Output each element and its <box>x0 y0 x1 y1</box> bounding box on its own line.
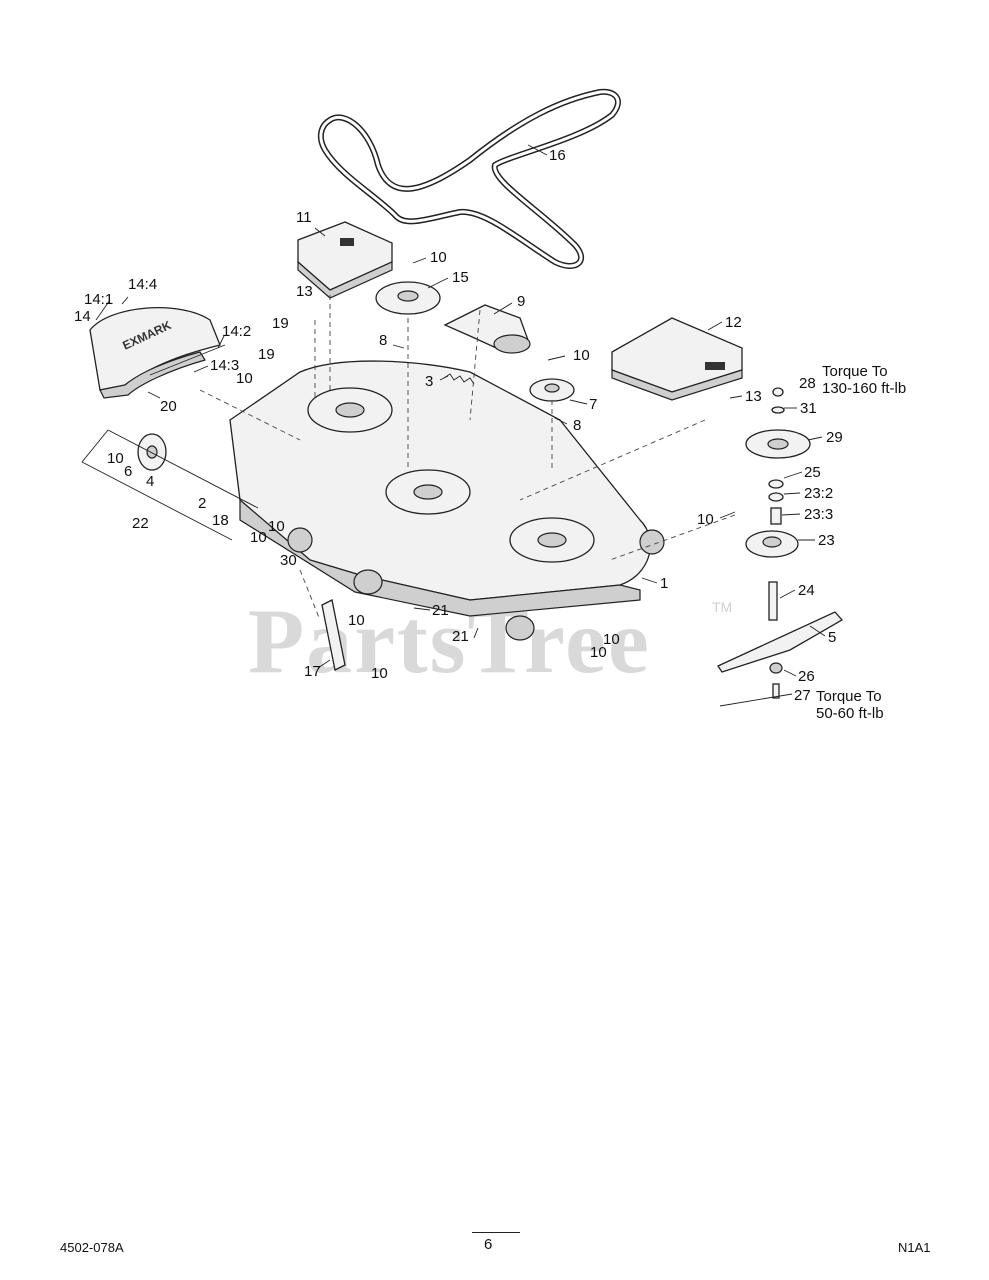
callout-27: 27 <box>794 687 811 704</box>
torque-note-lower-line1: Torque To <box>816 688 882 705</box>
callout-14: 14 <box>74 308 91 325</box>
callout-10-k: 10 <box>371 665 388 682</box>
callout-10-g: 10 <box>268 518 285 535</box>
callout-23-3: 23:3 <box>804 506 833 523</box>
callout-28: 28 <box>799 375 816 392</box>
callout-1: 1 <box>660 575 668 592</box>
callout-21-a: 21 <box>432 602 449 619</box>
callout-11: 11 <box>296 209 312 226</box>
callout-24: 24 <box>798 582 815 599</box>
callout-10-j: 10 <box>590 644 607 661</box>
callout-leaders <box>81 144 826 707</box>
belt-cover-left <box>297 221 393 299</box>
deck-bumper-guard: EXMARK <box>89 307 221 399</box>
callout-8-a: 8 <box>379 332 387 349</box>
spindle-exploded-stack <box>745 387 811 621</box>
callout-10-i: 10 <box>603 631 620 648</box>
blade-bolt-stack <box>769 662 783 699</box>
callout-10-c: 10 <box>573 347 590 364</box>
callout-19-a: 19 <box>272 315 289 332</box>
callout-10-e: 10 <box>107 450 124 467</box>
anti-scalp-wheel <box>137 433 167 471</box>
callout-10-b: 10 <box>236 370 253 387</box>
callout-12: 12 <box>725 314 742 331</box>
deck-spindle-right <box>509 517 595 563</box>
watermark-trademark: TM <box>712 599 732 615</box>
cutting-blade <box>717 611 844 673</box>
callout-23: 23 <box>818 532 835 549</box>
callout-14-2: 14:2 <box>222 323 251 340</box>
callout-18: 18 <box>212 512 229 529</box>
callout-30: 30 <box>280 552 297 569</box>
torque-note-lower-line2: 50-60 ft-lb <box>816 705 884 722</box>
deck-spindle-center <box>385 469 471 515</box>
bumper-bracket <box>149 344 226 376</box>
drive-belt <box>317 88 621 269</box>
callout-3: 3 <box>425 373 433 390</box>
callout-26: 26 <box>798 668 815 685</box>
tension-spring <box>443 373 475 385</box>
callout-29: 29 <box>826 429 843 446</box>
callout-2: 2 <box>198 495 206 512</box>
callout-13-a: 13 <box>296 283 313 300</box>
callout-19-b: 19 <box>258 346 275 363</box>
callout-14-3: 14:3 <box>210 357 239 374</box>
callout-8-b: 8 <box>573 417 581 434</box>
footer-rule <box>472 1232 520 1233</box>
idler-pulley-15 <box>375 281 441 315</box>
deck-spindle-left <box>307 387 393 433</box>
idler-arm <box>443 304 531 354</box>
document-number: 4502-078A <box>60 1240 124 1255</box>
idler-pulley-7 <box>529 378 575 402</box>
callout-10-d: 10 <box>697 511 714 528</box>
belt-cover-right <box>611 317 743 401</box>
callout-22: 22 <box>132 515 149 532</box>
callout-13-b: 13 <box>745 388 762 405</box>
callout-23-2: 23:2 <box>804 485 833 502</box>
callout-14-1: 14:1 <box>84 291 113 308</box>
callout-25: 25 <box>804 464 821 481</box>
deck-hanger-bracket <box>321 599 346 671</box>
page-number: 6 <box>484 1236 493 1253</box>
deck-roller-wheels <box>287 527 665 641</box>
callout-17: 17 <box>304 663 321 680</box>
callout-10-f: 10 <box>250 529 267 546</box>
callout-16: 16 <box>549 147 566 164</box>
callout-10-h: 10 <box>348 612 365 629</box>
callout-15: 15 <box>452 269 469 286</box>
revision-code: N1A1 <box>898 1240 931 1255</box>
callout-9: 9 <box>517 293 525 310</box>
assembly-guide-lines <box>199 295 736 621</box>
callout-10-a: 10 <box>430 249 447 266</box>
callout-5: 5 <box>828 629 836 646</box>
callout-31: 31 <box>800 400 817 417</box>
callout-14-4: 14:4 <box>128 276 157 293</box>
callout-7: 7 <box>589 396 597 413</box>
torque-note-upper-line2: 130-160 ft-lb <box>822 380 906 397</box>
callout-21-b: 21 <box>452 628 469 645</box>
torque-note-upper-line1: Torque To <box>822 363 888 380</box>
callout-4: 4 <box>146 473 154 490</box>
callout-20: 20 <box>160 398 177 415</box>
callout-6: 6 <box>124 463 132 480</box>
